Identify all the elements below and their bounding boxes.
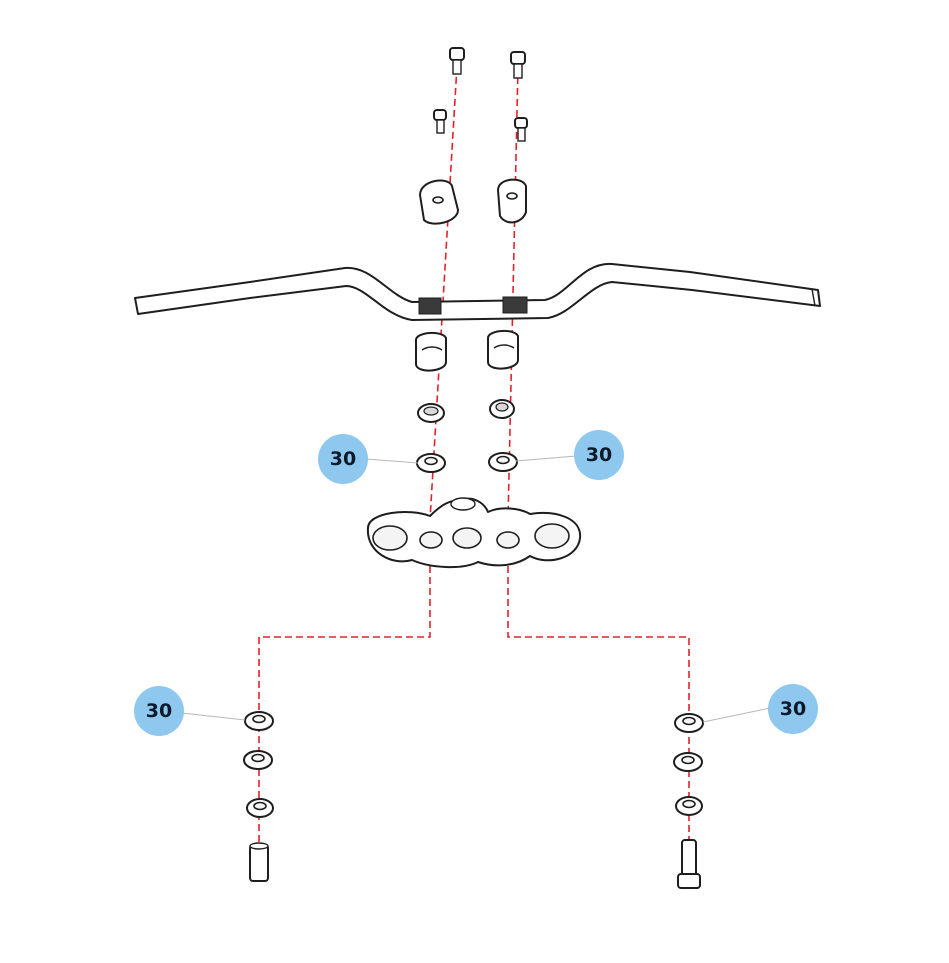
leader-line-lower-right bbox=[702, 707, 771, 723]
washer-lower-left-2 bbox=[243, 750, 273, 770]
bolt-short-right bbox=[514, 117, 528, 142]
handlebar-grip-band-right bbox=[502, 296, 528, 314]
handlebar-icon bbox=[134, 262, 821, 321]
bolt-icon bbox=[249, 844, 269, 882]
bolt-lower-left bbox=[249, 842, 269, 882]
bolt-icon bbox=[449, 47, 465, 61]
leader-line-upper-right bbox=[515, 455, 577, 462]
assembly-line-left-lower bbox=[258, 555, 431, 880]
washer-lower-right-2 bbox=[673, 752, 703, 772]
bolt-icon bbox=[514, 117, 528, 129]
bushing-right bbox=[489, 399, 515, 419]
callout-upper-left: 30 bbox=[318, 434, 368, 484]
callout-label: 30 bbox=[145, 700, 173, 722]
bolt-short-left bbox=[433, 109, 447, 134]
washer-upper-right bbox=[488, 452, 518, 472]
triple-clamp bbox=[366, 497, 582, 569]
washer-lower-right-3 bbox=[675, 796, 703, 816]
bolt-lower-right bbox=[677, 839, 701, 889]
assembly-line-right-upper bbox=[507, 65, 519, 521]
leader-line-lower-left bbox=[181, 712, 246, 721]
assembly-line-left-upper bbox=[429, 65, 458, 521]
callout-lower-right: 30 bbox=[768, 684, 818, 734]
riser-right bbox=[487, 330, 519, 370]
callout-upper-right: 30 bbox=[574, 430, 624, 480]
triple-clamp-bolt-hole-right bbox=[496, 531, 520, 549]
clamp-icon bbox=[487, 330, 519, 370]
washer-upper-left bbox=[416, 453, 446, 473]
washer-lower-left-3 bbox=[246, 798, 274, 818]
upper-clamp-right bbox=[497, 178, 527, 224]
handlebar bbox=[134, 262, 821, 321]
bolt-icon bbox=[681, 839, 697, 877]
washer-lower-right-1 bbox=[674, 713, 704, 733]
leader-lines bbox=[181, 455, 771, 723]
clamp-icon bbox=[497, 178, 527, 224]
riser-left bbox=[415, 332, 447, 372]
triple-clamp-stem-hole bbox=[452, 527, 482, 549]
bolt-icon bbox=[510, 51, 526, 65]
triple-clamp-fork-hole-left bbox=[372, 525, 408, 551]
callout-label: 30 bbox=[585, 444, 613, 466]
handlebar-grip-band-left bbox=[418, 297, 442, 315]
callout-lower-left: 30 bbox=[134, 686, 184, 736]
triple-clamp-bolt-hole-left bbox=[419, 531, 443, 549]
triple-clamp-fork-hole-right bbox=[534, 523, 570, 549]
callout-label: 30 bbox=[779, 698, 807, 720]
callout-label: 30 bbox=[329, 448, 357, 470]
bolt-upper-right bbox=[510, 51, 526, 79]
upper-clamp-left bbox=[419, 179, 459, 225]
bolt-icon bbox=[433, 109, 447, 121]
bolt-upper-left bbox=[449, 47, 465, 75]
washer-lower-left-1 bbox=[244, 711, 274, 731]
clamp-icon bbox=[415, 332, 447, 372]
assembly-line-right-lower bbox=[507, 555, 690, 880]
bushing-left bbox=[417, 403, 445, 423]
leader-line-upper-left bbox=[365, 458, 419, 464]
